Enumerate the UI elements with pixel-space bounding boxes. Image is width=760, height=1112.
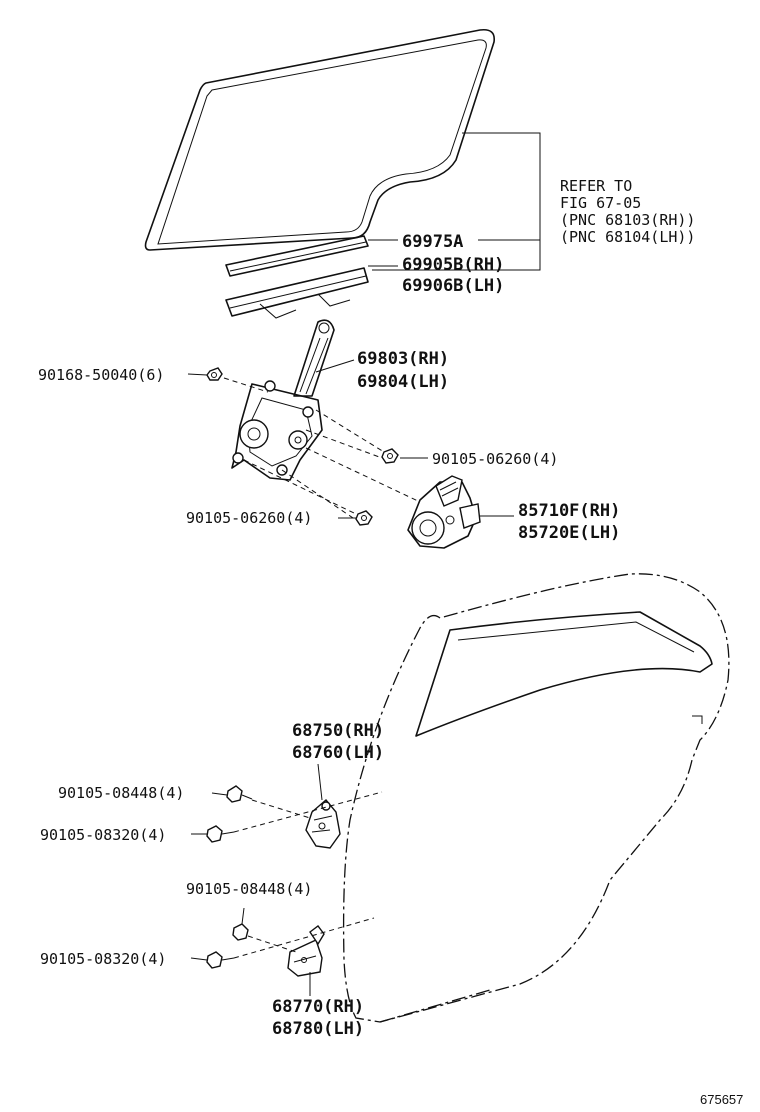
- window-regulator: [231, 319, 335, 481]
- door-glass: [144, 28, 496, 251]
- label-motor-lh: 85720E(LH): [518, 523, 620, 543]
- upper-hinge: [305, 799, 341, 849]
- label-bolt-regulator: 90168-50040(6): [38, 366, 164, 384]
- label-regulator-lh: 69804(LH): [357, 372, 449, 392]
- label-upper-hinge-rh: 68750(RH): [292, 721, 384, 741]
- bolt-regulator-icon: [206, 367, 223, 381]
- label-weatherstrip-rh: 69905B(RH): [402, 255, 504, 275]
- refer-line-2: FIG 67-05: [560, 194, 641, 212]
- refer-line-3: (PNC 68103(RH)): [560, 211, 695, 229]
- upper-bolt-a-icon: [226, 785, 253, 803]
- refer-note: REFER TO FIG 67-05 (PNC 68103(RH)) (PNC …: [560, 177, 695, 246]
- label-upper-bolt-a: 90105-08448(4): [58, 784, 184, 802]
- label-upper-hinge-lh: 68760(LH): [292, 743, 384, 763]
- lower-bolt-b-icon: [206, 951, 235, 969]
- refer-bracket: [372, 132, 541, 271]
- door-shell: [342, 573, 730, 1023]
- upper-bolt-b-icon: [206, 825, 235, 843]
- lower-bolt-a-icon: [232, 907, 249, 941]
- label-upper-bolt-b: 90105-08320(4): [40, 826, 166, 844]
- label-bolt-right: 90105-06260(4): [432, 450, 558, 468]
- run-channel-strip: [225, 235, 369, 277]
- figure-number: 675657: [700, 1092, 743, 1107]
- label-lower-hinge-lh: 68780(LH): [272, 1019, 364, 1039]
- window-motor: [407, 475, 481, 549]
- label-lower-bolt-a: 90105-08448(4): [186, 880, 312, 898]
- label-regulator-rh: 69803(RH): [357, 349, 449, 369]
- lower-hinge: [287, 925, 325, 977]
- bolt-right-icon: [381, 448, 399, 464]
- label-bolt-lower: 90105-06260(4): [186, 509, 312, 527]
- bolt-lower-icon: [355, 510, 373, 526]
- label-weatherstrip-lh: 69906B(LH): [402, 276, 504, 296]
- refer-line-1: REFER TO: [560, 177, 632, 195]
- label-motor-rh: 85710F(RH): [518, 501, 620, 521]
- label-lower-hinge-rh: 68770(RH): [272, 997, 364, 1017]
- label-run-channel: 69975A: [402, 232, 463, 252]
- refer-line-4: (PNC 68104(LH)): [560, 228, 695, 246]
- label-lower-bolt-b: 90105-08320(4): [40, 950, 166, 968]
- weatherstrip-outer: [225, 267, 369, 319]
